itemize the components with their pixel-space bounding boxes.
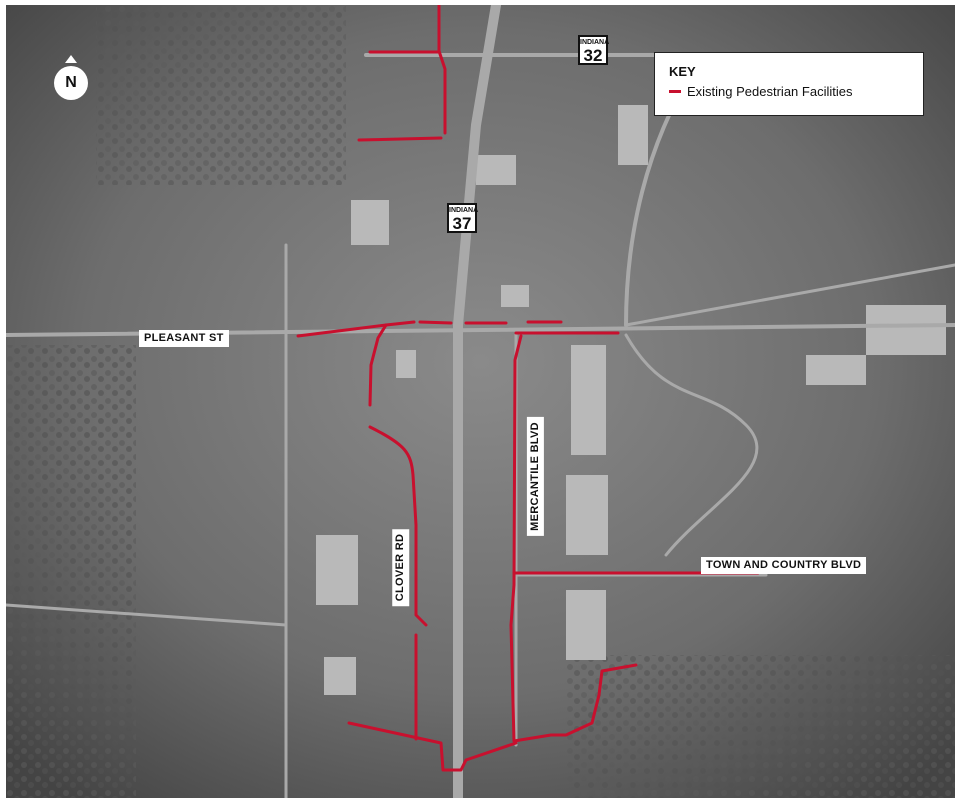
north-arrow-icon (54, 55, 88, 100)
map-frame[interactable]: N INDIANA 32 INDIANA 37 KEY Existing Ped… (6, 5, 955, 798)
ped-path-north-vertical (437, 5, 447, 135)
ped-path-north-lower (357, 136, 443, 142)
woods-northwest (96, 5, 346, 185)
mercantile-blvd-label: MERCANTILE BLVD (526, 417, 544, 536)
indiana-32-shield: INDIANA 32 (578, 35, 610, 65)
ped-path-pleasant-east1 (418, 320, 453, 325)
buildings (316, 105, 946, 695)
ped-path-south-west (347, 721, 518, 772)
key-title: KEY (669, 64, 696, 79)
woods-south (566, 655, 955, 798)
north-label: N (65, 74, 77, 91)
key-swatch (669, 90, 681, 93)
shield-number: 37 (452, 214, 472, 233)
clover-rd-label: CLOVER RD (392, 528, 410, 607)
key-item: Existing Pedestrian Facilities (669, 84, 909, 99)
map-key: KEY Existing Pedestrian Facilities (654, 52, 924, 116)
shield-number: 32 (583, 46, 603, 65)
woods-west (6, 345, 136, 798)
north-arrow: N (51, 53, 91, 103)
shield-state: INDIANA (449, 207, 479, 214)
key-item-label: Existing Pedestrian Facilities (687, 84, 853, 99)
shield-state: INDIANA (580, 39, 610, 46)
ped-path-clover-north (368, 323, 388, 407)
aerial-map (6, 5, 955, 798)
indiana-37-shield: INDIANA 37 (447, 203, 479, 233)
ped-path-mercantile (509, 334, 638, 743)
town-and-country-blvd-label: TOWN AND COUNTRY BLVD (701, 557, 867, 574)
pleasant-st-label: PLEASANT ST (139, 330, 229, 347)
ped-path-clover-main (368, 425, 428, 627)
